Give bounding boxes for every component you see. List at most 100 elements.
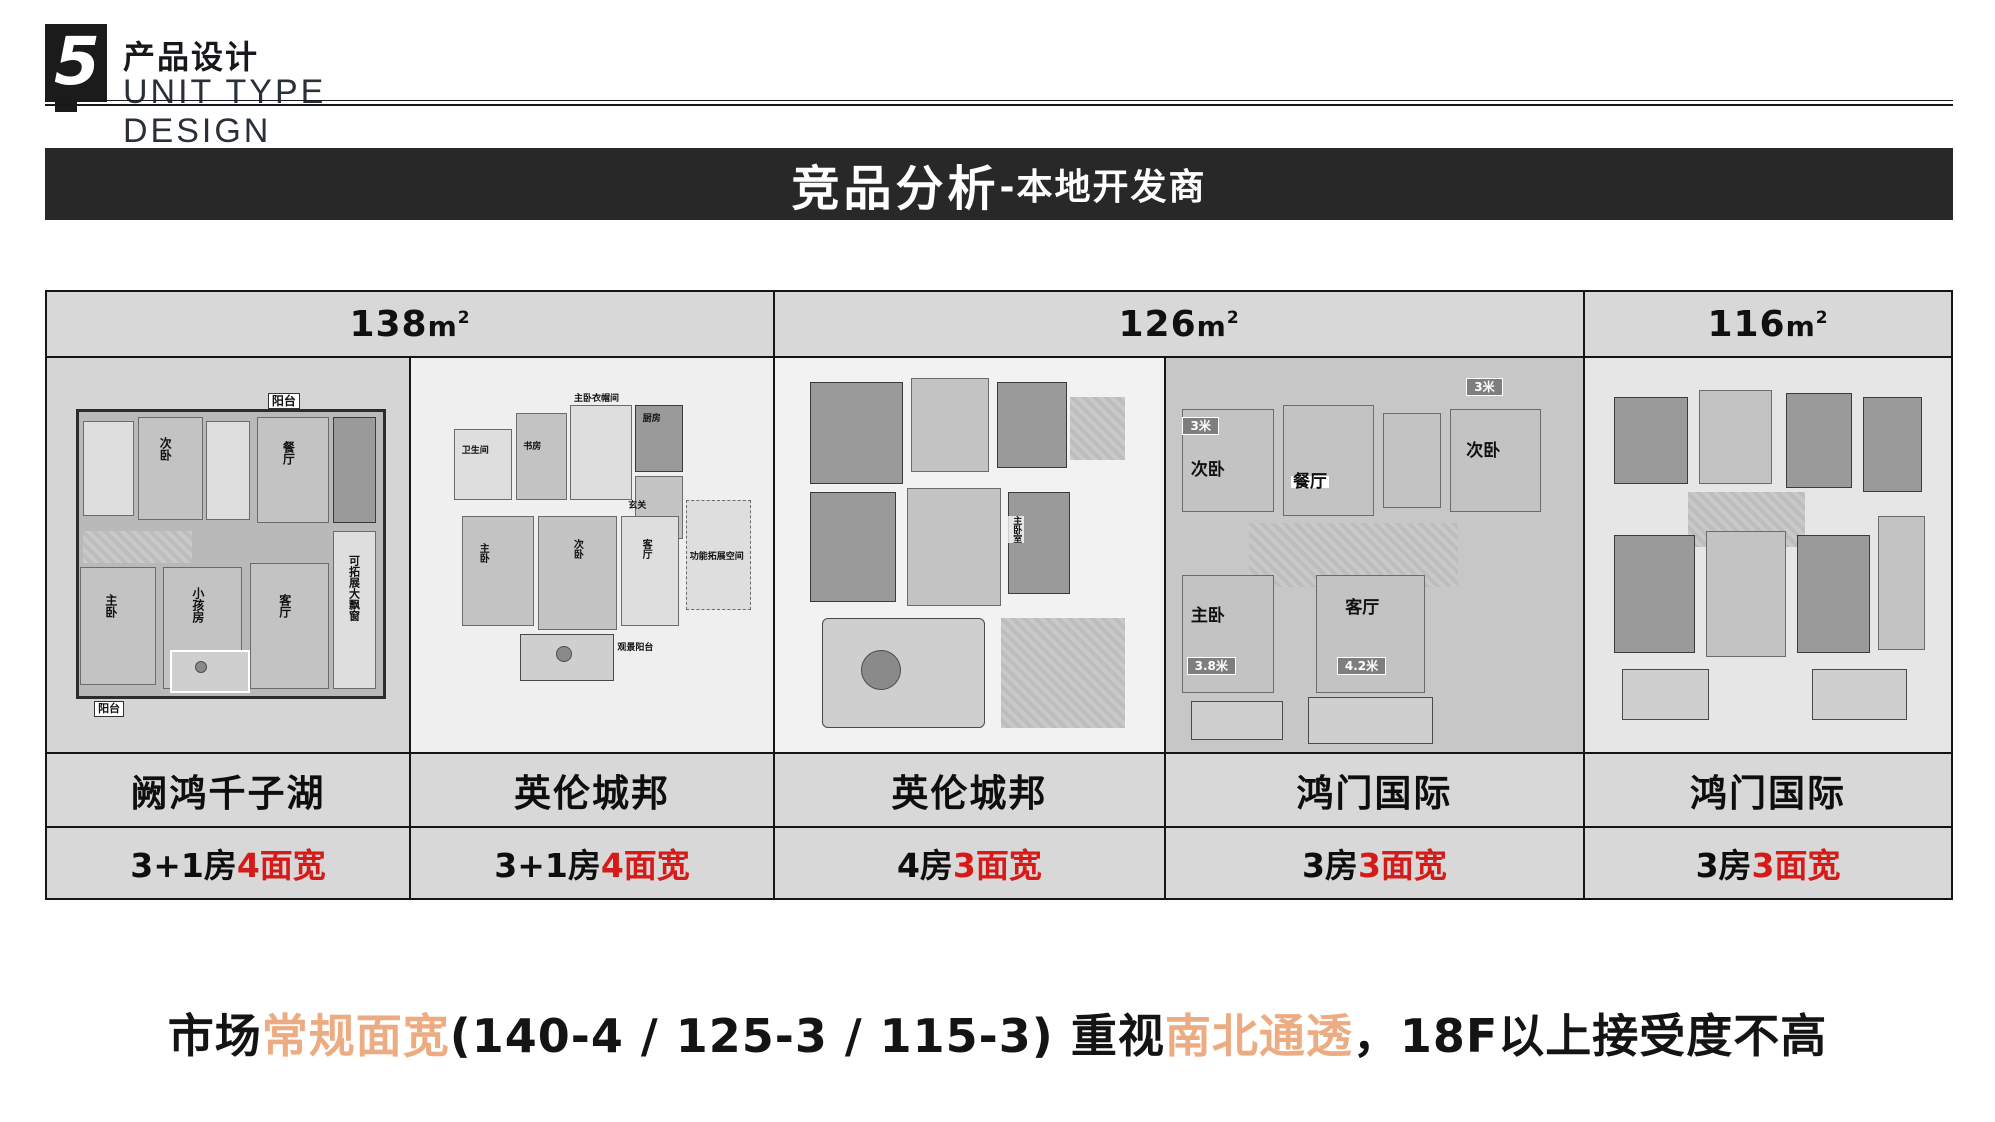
spec-rooms-1: 3+1房: [130, 846, 237, 885]
header-divider-line-2: [45, 104, 1953, 106]
room-block: [810, 381, 904, 485]
room-label-1-8: 阳台: [94, 700, 125, 717]
room-block: [516, 413, 567, 500]
summary-caption: 市场常规面宽(140-4 / 125-3 / 115-3) 重视南北通透，18F…: [0, 1000, 1995, 1066]
room-block: [1382, 413, 1442, 508]
room-block: [83, 421, 134, 516]
competitor-comparison-table: 138 m 2 126m2 116m2: [44, 290, 1953, 900]
project-name-cell-5: 鸿门国际: [1583, 752, 1953, 828]
spec-rooms-2: 3+1房: [494, 846, 601, 885]
caption-seg-3: (140-4 / 125-3 / 115-3) 重视: [449, 1009, 1165, 1063]
section-title-bar: 竞品分析-本地开发商: [45, 148, 1953, 220]
room-label-1-2: 餐厅: [281, 440, 296, 465]
room-block: [333, 417, 377, 524]
room-block: [256, 417, 330, 524]
spec-width-3: 3面宽: [952, 846, 1042, 885]
room-label-2-6: 次卧: [571, 539, 583, 560]
room-label-3-1: 主卧室: [1008, 515, 1025, 543]
room-block: [996, 381, 1067, 469]
tile-block: [1070, 397, 1125, 461]
spec-cell-1: 3+1房4面宽: [44, 826, 412, 900]
room-block: [1614, 397, 1688, 485]
balcony-block: [333, 531, 377, 689]
room-block: [570, 405, 632, 500]
project-name-cell-4: 鸿门国际: [1163, 752, 1586, 828]
project-name-cell-3: 英伦城邦: [773, 752, 1166, 828]
project-name-2: 英伦城邦: [514, 772, 671, 815]
room-block: [635, 405, 683, 473]
floorplan-image-3: 主卧室: [773, 356, 1166, 754]
table-spec-row: 3+1房4面宽 3+1房4面宽 4房3面宽 3房3面宽 3房3面宽: [44, 826, 1953, 900]
room-label-2-8: 玄关: [628, 500, 647, 511]
room-block: [810, 491, 896, 603]
room-block: [1877, 515, 1926, 650]
room-block: [461, 515, 535, 626]
area-unit-116: m: [1785, 309, 1816, 343]
area-value-116: 116: [1707, 303, 1786, 345]
room-label-2-1: 主卧衣帽间: [573, 394, 619, 405]
room-block: [537, 515, 618, 630]
room-label-4-5: 次卧: [1466, 440, 1501, 461]
width-badge-4-1: 3米: [1182, 417, 1219, 436]
room-block: [454, 428, 513, 500]
room-block: [1008, 491, 1071, 595]
balcony-lower: [170, 649, 250, 693]
balcony-block: [1621, 669, 1710, 721]
logo-mark-icon: 5: [45, 23, 107, 112]
area-value-126: 126: [1118, 303, 1197, 345]
area-header-116: 116m2: [1583, 290, 1953, 358]
spec-width-5: 3面宽: [1751, 846, 1841, 885]
area-header-126: 126m2: [773, 290, 1586, 358]
room-label-2-4: 书房: [523, 441, 542, 452]
table-name-row: 阙鸿千子湖 英伦城邦 英伦城邦 鸿门国际 鸿门国际: [44, 752, 1953, 828]
room-block: [1282, 405, 1375, 516]
expansion-block: [686, 499, 752, 611]
room-label-1-1: 次卧: [158, 436, 173, 461]
spec-width-2: 4面宽: [600, 846, 690, 885]
area-sup-138: 2: [457, 307, 471, 328]
spec-rooms-3: 4房: [896, 846, 953, 885]
caption-seg-5: ，18F以上接受度不高: [1352, 1009, 1828, 1063]
caption-seg-4: 南北通透: [1164, 1009, 1353, 1063]
room-block: [1698, 389, 1772, 485]
section-title-main: 竞品分析: [791, 161, 1000, 217]
floorplan-art-4: 3米 次卧 餐厅 3米 次卧 主卧 客厅 3.8米 4.2米: [1166, 359, 1583, 751]
paving-block: [1000, 618, 1125, 729]
spec-width-4: 3面宽: [1357, 846, 1447, 885]
room-label-2-10: 观景阳台: [617, 642, 654, 653]
project-name-3: 英伦城邦: [891, 772, 1048, 815]
section-title-sub: -本地开发商: [999, 167, 1207, 208]
floorplan-art-5: [1586, 359, 1951, 751]
furniture-dot: [195, 661, 208, 674]
table-floorplan-row: 次卧 餐厅 阳台 主卧 小孩房 客厅 可拓展大飘窗 阳台: [44, 356, 1953, 754]
room-block: [1449, 409, 1542, 512]
spec-cell-2: 3+1房4面宽: [409, 826, 776, 900]
room-block: [1786, 393, 1853, 488]
floorplan-art-3: 主卧室: [776, 359, 1163, 751]
logo-five-glyph: 5: [54, 23, 100, 100]
balcony-block: [1190, 700, 1283, 741]
room-block: [79, 566, 156, 685]
room-block: [1797, 535, 1871, 654]
room-label-4-3: 餐厅: [1290, 472, 1329, 493]
project-name-cell-2: 英伦城邦: [409, 752, 776, 828]
area-value-138: 138: [349, 303, 428, 345]
room-label-1-6: 客厅: [277, 594, 292, 619]
spec-rooms-5: 3房: [1695, 846, 1752, 885]
floorplan-image-2: 主卧衣帽间 厨房 卫生间 书房 主卧 次卧 客厅 玄关 功能拓展空间 观景阳台: [409, 356, 776, 754]
room-label-2-3: 卫生间: [461, 445, 489, 456]
room-label-2-2: 厨房: [642, 414, 661, 425]
room-label-1-4: 主卧: [103, 594, 118, 619]
room-block: [1863, 397, 1922, 492]
area-sup-126: 2: [1226, 307, 1240, 328]
room-block: [621, 515, 679, 626]
floorplan-art-1: 次卧 餐厅 阳台 主卧 小孩房 客厅 可拓展大飘窗 阳台: [48, 359, 409, 751]
room-label-2-5: 主卧: [477, 543, 489, 564]
floorplan-image-4: 3米 次卧 餐厅 3米 次卧 主卧 客厅 3.8米 4.2米: [1163, 356, 1586, 754]
balcony-block: [1811, 669, 1908, 721]
room-label-2-9: 功能拓展空间: [689, 552, 744, 563]
room-block: [1614, 535, 1695, 654]
room-block: [206, 421, 250, 520]
project-name-5: 鸿门国际: [1690, 772, 1847, 815]
garden-block: [821, 618, 985, 729]
